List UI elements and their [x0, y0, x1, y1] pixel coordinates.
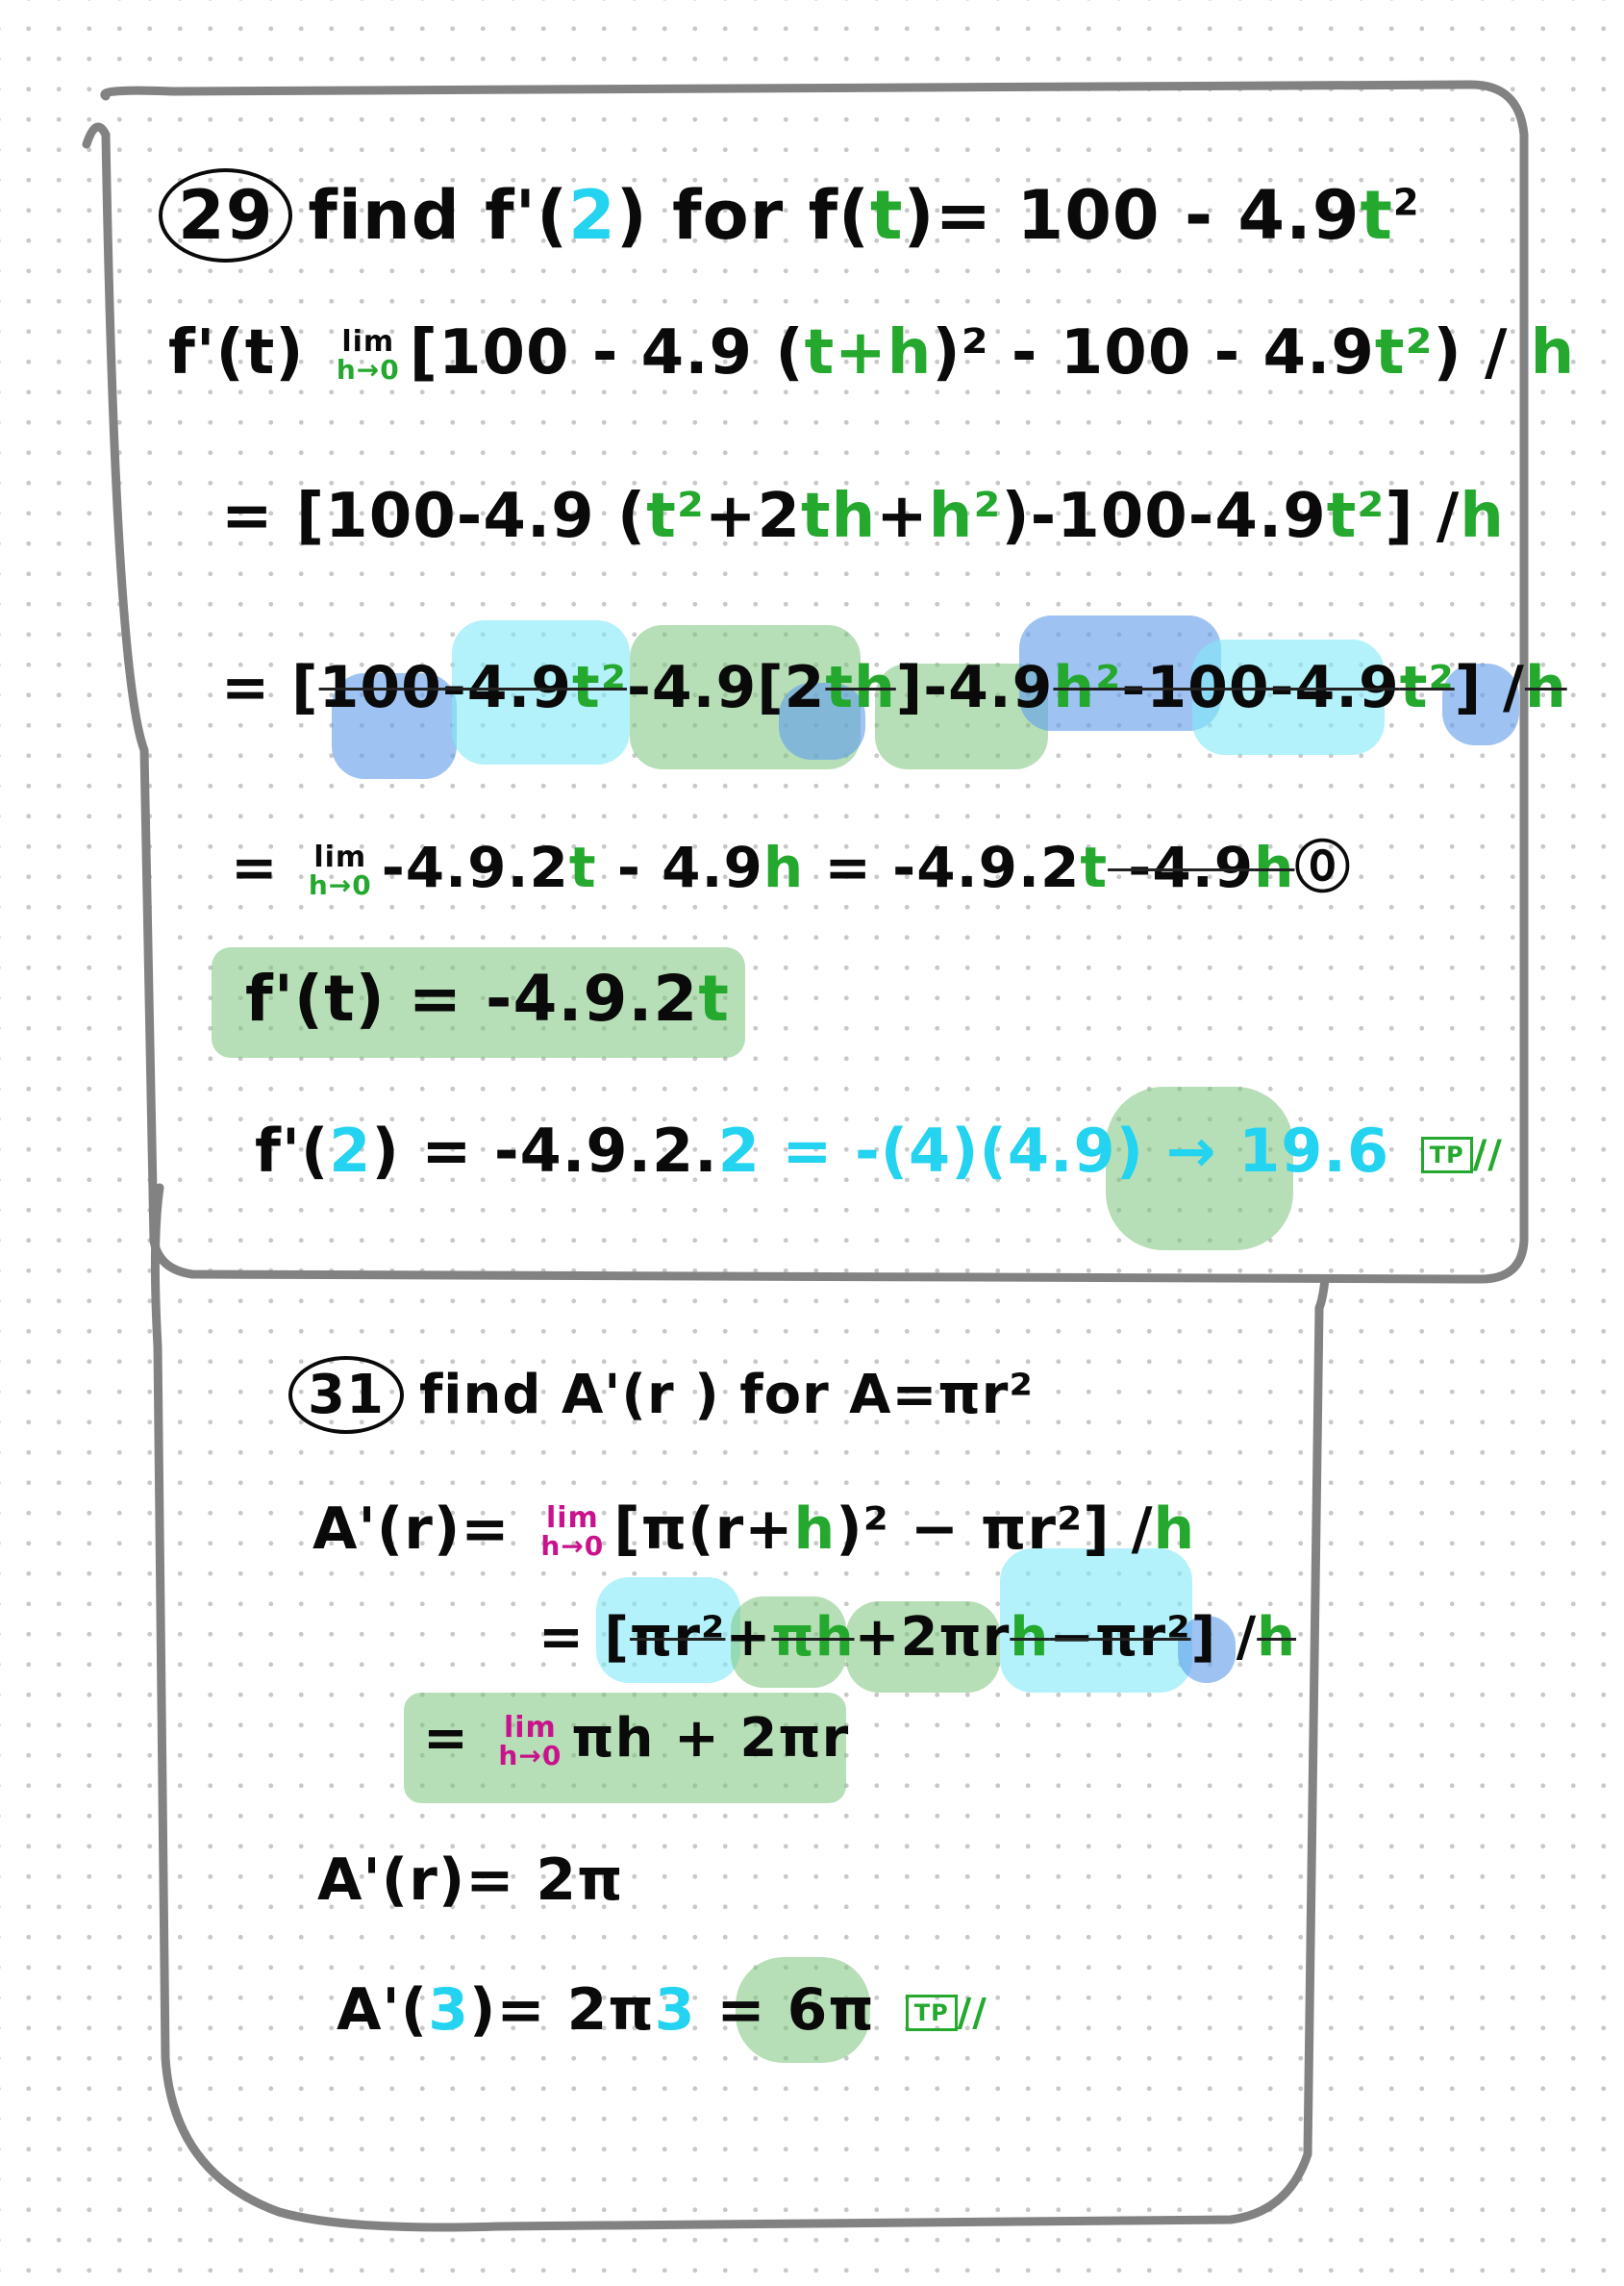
- problem-number-badge: 31: [288, 1356, 404, 1434]
- highlight-blob: [779, 683, 865, 760]
- highlight-blob: [596, 1577, 740, 1683]
- highlight-blob: [212, 947, 745, 1058]
- highlight-blob: [452, 620, 630, 765]
- final-answer: 6π: [787, 1976, 875, 2044]
- problem-29-expand-line: = [100-4.9 (t²+2th+h²)-100-4.9t²] /h: [221, 481, 1505, 552]
- check-stamp-icon: TP: [1420, 1136, 1473, 1173]
- problem-29-evaluation-line: f'(2) = -4.9.2.2 = -(4)(4.9) → 19.6 TP//: [255, 1116, 1503, 1186]
- problem-31-cancel-line: = [πr²+πh+2πrh−πr²] /h: [538, 1606, 1297, 1669]
- problem-31-evaluation-line: A'(3)= 2π3 = 6π TP//: [337, 1976, 987, 2044]
- problem-29-cancel-line: = [100-4.9t²-4.9[2th]-4.9h²-100-4.9t²] /…: [221, 654, 1567, 721]
- highlight-blob: [736, 1957, 870, 2063]
- highlight-blob: [404, 1693, 846, 1803]
- highlight-blob: [1019, 615, 1221, 731]
- highlight-blob: [1000, 1548, 1192, 1693]
- check-mark-icon: //: [1472, 1132, 1503, 1177]
- problem-31-derivative-result: A'(r)= 2π: [317, 1846, 624, 1914]
- check-mark-icon: //: [957, 1991, 987, 2036]
- highlight-blob: [731, 1596, 846, 1688]
- final-answer: 19.6: [1238, 1116, 1390, 1186]
- highlight-blob: [1192, 640, 1385, 755]
- highlight-blob: [1106, 1087, 1293, 1250]
- highlight-blob: [1178, 1616, 1236, 1683]
- highlight-blob: [846, 1601, 1000, 1693]
- problem-number-badge: 29: [159, 168, 293, 263]
- check-stamp-icon: TP: [905, 1995, 958, 2032]
- problem-29-derivative-result: f'(t) = -4.9.2t: [245, 962, 730, 1036]
- highlight-blob: [332, 673, 457, 779]
- highlight-blob: [1442, 664, 1519, 745]
